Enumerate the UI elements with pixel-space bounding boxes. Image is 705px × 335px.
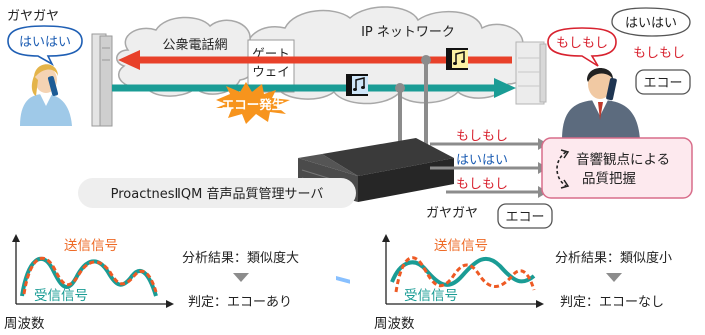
out-haihai: はいはい: [456, 153, 508, 168]
bottom-right-panel: 送信信号 受信信号 周波数 分析結果：類似度小 判定：エコーなし: [374, 234, 672, 332]
right-person-icon: [562, 68, 640, 140]
server-label: ProactnesⅡQM 音声品質管理サーバ: [111, 186, 324, 202]
down-triangle-left: [233, 273, 249, 282]
result-right: 分析結果：類似度小: [555, 250, 672, 266]
sent-signal-curve-left: [22, 256, 158, 295]
right-speech-bubble-small: はいはい: [611, 7, 691, 37]
right-main-bubble-text: もしもし: [556, 36, 608, 51]
phone-handset-icon: [606, 77, 617, 101]
axis-label-right: 周波数: [374, 316, 415, 332]
out-moshi-2: もしもし: [456, 177, 508, 192]
right-exchange: [515, 41, 547, 105]
ip-network-label: IP ネットワーク: [361, 25, 455, 40]
gateway-label-2: ウェイ: [252, 64, 290, 79]
sent-label-right: 送信信号: [434, 238, 488, 254]
echo-box-2: エコー: [497, 203, 553, 229]
analysis-line-1: 音響観点による: [576, 151, 670, 168]
bottom-left-panel: 送信信号 受信信号 周波数 分析結果：類似度大 判定：エコーあり: [4, 234, 299, 332]
left-exchange: [91, 33, 113, 127]
echo-box-2-text: エコー: [505, 210, 544, 225]
echo-burst: [216, 82, 290, 124]
left-speech-bubble: はいはい: [7, 25, 83, 67]
right-moshi-label: もしもし: [633, 46, 685, 61]
music-note-icon: [346, 74, 368, 96]
recv-label-right: 受信信号: [404, 288, 458, 304]
noise-label-2: ガヤガヤ: [426, 206, 478, 221]
axis-label-left: 周波数: [4, 316, 45, 332]
pstn-label: 公衆電話網: [162, 37, 227, 53]
left-noise-label: ガヤガヤ: [7, 9, 59, 24]
sent-signal-curve-right: [394, 256, 536, 293]
result-left: 分析結果：類似度大: [182, 250, 299, 266]
server-label-box: [78, 178, 356, 208]
right-speech-bubble-main: もしもし: [547, 27, 617, 67]
teal-arrow-send: [112, 78, 516, 98]
sent-label-left: 送信信号: [64, 238, 118, 254]
recv-label-left: 受信信号: [34, 288, 88, 304]
echo-burst-label: エコー発生: [222, 97, 285, 112]
right-small-bubble-text: はいはい: [625, 16, 677, 31]
analysis-line-2: 品質把握: [582, 171, 636, 187]
right-echo-box: エコー: [635, 69, 691, 95]
phone-handset-icon: [47, 76, 59, 96]
out-moshi-1: もしもし: [456, 129, 508, 144]
right-echo-text: エコー: [643, 76, 682, 91]
judgement-left: 判定：エコーあり: [188, 295, 292, 310]
judgement-right: 判定：エコーなし: [560, 295, 664, 310]
music-note-icon: [446, 48, 468, 70]
recv-signal-curve-right: [390, 256, 536, 287]
left-person-icon: [20, 64, 72, 126]
down-triangle-right: [606, 273, 622, 282]
left-bubble-text: はいはい: [19, 35, 71, 50]
analysis-box: 音響観点による 品質把握: [541, 137, 693, 199]
